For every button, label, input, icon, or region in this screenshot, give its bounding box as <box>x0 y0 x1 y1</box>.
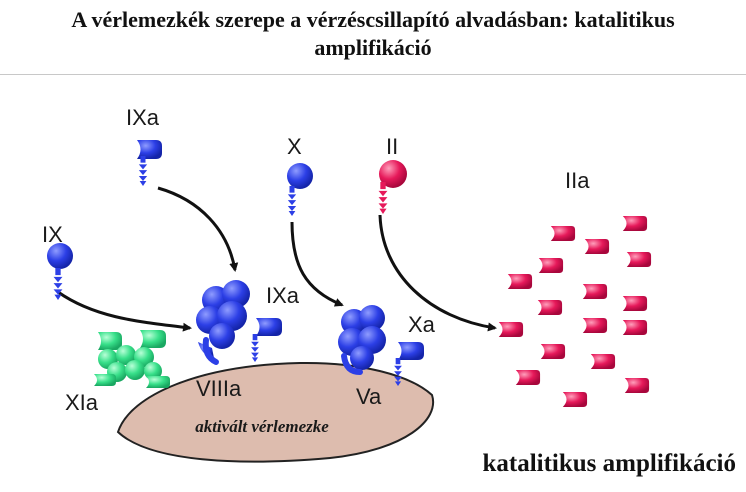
activated-platelet <box>116 361 435 463</box>
arrow-x-to-va <box>290 221 344 307</box>
factor-ix-molecule <box>47 243 73 300</box>
label-viiia: VIIIa <box>196 376 242 401</box>
page-title: A vérlemezkék szerepe a vérzéscsillapító… <box>0 6 746 62</box>
label-x: X <box>287 134 302 159</box>
factor-ixa-molecule-top <box>137 140 162 186</box>
factor-x-molecule <box>287 163 313 216</box>
iia-chip <box>540 344 566 359</box>
iia-chip <box>515 370 541 385</box>
iia-chip <box>622 320 648 335</box>
iia-chip <box>550 226 576 241</box>
label-ix: IX <box>42 222 63 247</box>
label-va: Va <box>356 384 382 409</box>
iia-chip <box>582 284 608 299</box>
iia-chip <box>507 274 533 289</box>
arrow-ii-to-iia <box>378 214 497 332</box>
iia-chip <box>562 392 588 407</box>
label-ixa-top: IXa <box>126 105 160 130</box>
factor-ixa-bound-molecule <box>251 318 282 362</box>
label-ii: II <box>386 134 398 159</box>
label-ixa-mid: IXa <box>266 283 300 308</box>
iia-chip <box>584 239 610 254</box>
label-xia: XIa <box>65 390 99 415</box>
label-iia: IIa <box>565 168 590 193</box>
title-divider <box>0 74 746 75</box>
arrow-ixa-to-viiia <box>157 186 239 272</box>
factor-xa-bound-molecule <box>394 342 424 386</box>
footer-caption: katalitikus amplifikáció <box>482 450 736 477</box>
iia-chip <box>582 318 608 333</box>
iia-chip <box>590 354 616 369</box>
iia-chip <box>626 252 652 267</box>
iia-chip <box>622 216 648 231</box>
title-line-1: A vérlemezkék szerepe a vérzéscsillapító… <box>71 7 675 32</box>
iia-chip <box>538 258 564 273</box>
title-line-2: amplifikáció <box>314 35 432 60</box>
iia-chip <box>537 300 563 315</box>
label-xa: Xa <box>408 312 436 337</box>
iia-chip <box>622 296 648 311</box>
iia-chip <box>624 378 650 393</box>
factor-xia-molecule <box>94 330 170 388</box>
thrombin-iia-burst <box>498 216 652 407</box>
factor-viiia-complex <box>196 280 250 365</box>
arrow-ix-to-viiia <box>57 290 192 332</box>
platelet-label: aktivált vérlemezke <box>195 417 329 436</box>
factor-va-complex <box>338 305 386 375</box>
factor-ii-molecule <box>378 160 407 214</box>
iia-chip <box>498 322 524 337</box>
